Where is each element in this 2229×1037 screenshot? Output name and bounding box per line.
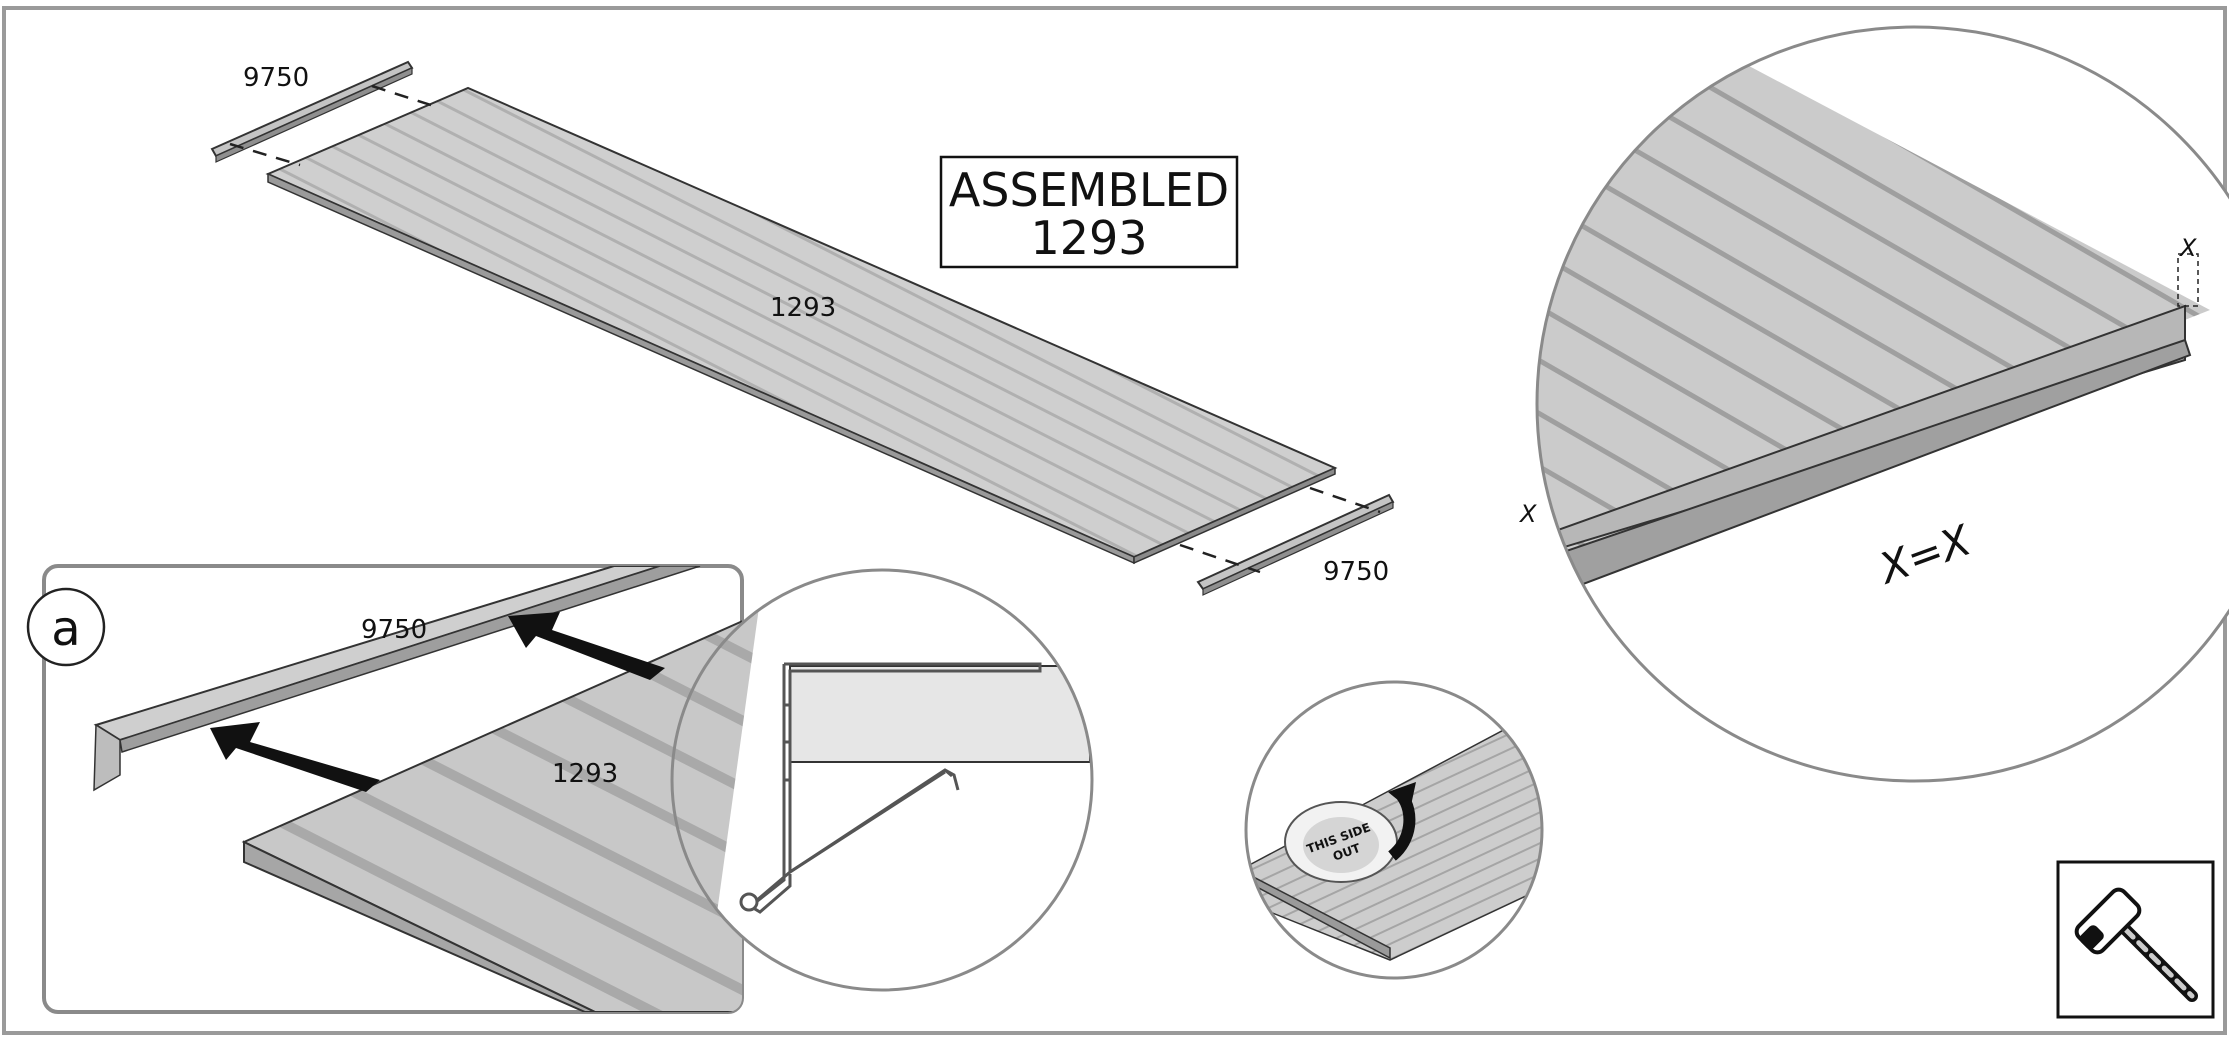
detail-profile-label: 9750: [361, 615, 427, 645]
guide-line: [229, 142, 301, 167]
detail-panel-label: 1293: [552, 759, 618, 789]
cross-section-view: [670, 568, 1094, 992]
tool-box: [2056, 860, 2215, 1019]
assembled-title-box: ASSEMBLED 1293: [939, 155, 1239, 269]
title-line-1: ASSEMBLED: [949, 163, 1229, 217]
sticker-view: THIS SIDE OUT: [1244, 680, 1544, 980]
detail-a-box: a 9750 1293: [26, 564, 744, 1014]
title-line-2: 1293: [1030, 211, 1147, 265]
zoom-detail-view: X X X=X: [1518, 25, 2229, 783]
x-label-left: X: [1518, 500, 1537, 528]
guide-line: [1309, 486, 1381, 514]
detail-letter-circle: [26, 587, 106, 667]
main-exploded-view: 9750 1293 9750: [210, 60, 1395, 596]
panel-label: 1293: [770, 293, 836, 323]
push-arrow: [508, 612, 665, 680]
push-arrow: [210, 722, 380, 792]
top-profile-label: 9750: [243, 63, 309, 93]
mallet-icon: [2074, 887, 2198, 1002]
zoom-panel: [1537, 40, 2210, 568]
bottom-profile-label: 9750: [1323, 557, 1389, 587]
detail-letter: a: [51, 601, 80, 657]
guide-line: [371, 84, 441, 110]
x-label-right: X: [2178, 234, 2197, 262]
